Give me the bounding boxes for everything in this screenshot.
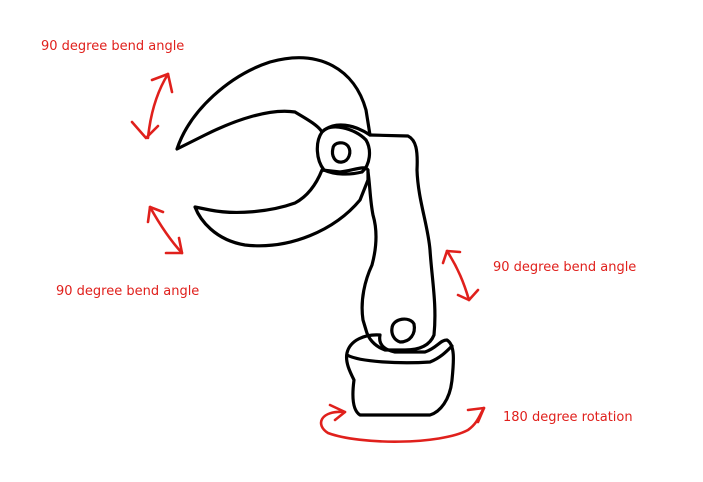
claw-pivot-joint (315, 125, 372, 176)
arrow-mid-left-bend (146, 205, 184, 255)
rotating-base (344, 333, 456, 417)
upper-claw-jaw (175, 56, 372, 151)
arrow-base-rotation (319, 403, 486, 443)
forearm-link (360, 133, 437, 352)
label-right-bend-angle: 90 degree bend angle (493, 260, 637, 275)
claw-pivot-hole (330, 141, 352, 164)
label-top-left-bend-angle: 90 degree bend angle (41, 39, 185, 54)
base-top-ridge (345, 344, 454, 365)
label-mid-left-bend-angle: 90 degree bend angle (56, 284, 200, 299)
elbow-pivot-hole (390, 317, 416, 344)
label-base-rotation: 180 degree rotation (503, 410, 633, 425)
arrow-right-bend (441, 249, 480, 302)
lower-claw-jaw (193, 166, 370, 248)
arrow-top-left-bend (130, 72, 174, 140)
